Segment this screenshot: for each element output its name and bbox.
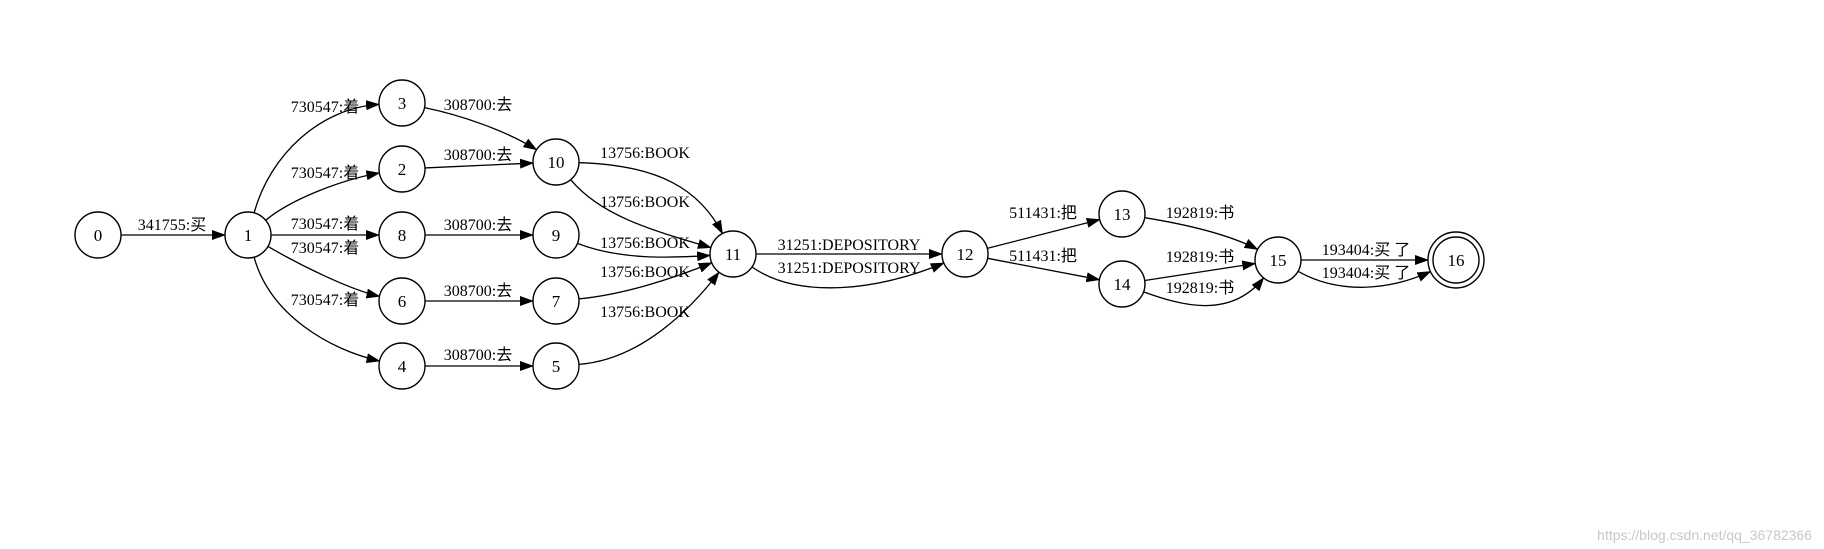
state-circle-8 xyxy=(378,211,426,259)
edges-layer: 341755:买 730547:着 730547:着 730547:着 730547:着… xyxy=(121,96,1432,371)
edge-label-1-4: 730547:着 xyxy=(291,291,359,309)
edge-label-11-12: 31251:DEPOSITORY xyxy=(778,237,921,254)
edge-arrow-14-15 xyxy=(1143,277,1265,307)
state-label-3: 3 xyxy=(398,94,407,113)
edge-arrow-5-11 xyxy=(578,271,720,366)
edge-label-8-9: 308700:去 xyxy=(444,216,512,234)
edge-arrow-10-11 xyxy=(578,162,724,235)
state-label-12: 12 xyxy=(957,245,974,264)
state-circle-1 xyxy=(224,211,272,259)
state-node-0: 0 xyxy=(74,211,122,259)
state-node-11: 11 xyxy=(709,230,757,278)
edge-arrow-2-10 xyxy=(424,158,535,169)
state-circle-10 xyxy=(532,138,580,186)
state-label-10: 10 xyxy=(548,153,565,172)
state-label-0: 0 xyxy=(94,226,103,245)
state-label-7: 7 xyxy=(552,292,561,311)
state-node-9: 9 xyxy=(532,211,580,259)
state-circle-5 xyxy=(532,342,580,390)
state-label-4: 4 xyxy=(398,357,407,376)
edge-label-7-11: 13756:BOOK xyxy=(600,264,690,281)
state-label-15: 15 xyxy=(1270,251,1287,270)
state-circle-15 xyxy=(1254,236,1302,284)
state-node-14: 14 xyxy=(1098,260,1146,308)
edge-label-15-16: 193404:买 了 xyxy=(1322,264,1410,282)
state-node-1: 1 xyxy=(224,211,272,259)
state-label-9: 9 xyxy=(552,226,561,245)
edge-label-2-10: 308700:去 xyxy=(444,146,512,164)
state-label-6: 6 xyxy=(398,292,407,311)
watermark-text: https://blog.csdn.net/qq_36782366 xyxy=(1597,527,1812,543)
edge-label-1-3: 730547:着 xyxy=(291,98,359,116)
state-circle-0 xyxy=(74,211,122,259)
state-circle-12 xyxy=(941,230,989,278)
state-circle-3 xyxy=(378,79,426,127)
state-label-14: 14 xyxy=(1114,275,1132,294)
edge-label-10-11: 13756:BOOK xyxy=(600,194,690,211)
edge-label-14-15: 192819:书 xyxy=(1166,279,1234,297)
edge-label-12-14: 511431:把 xyxy=(1009,247,1077,265)
state-label-11: 11 xyxy=(725,245,741,264)
edge-label-14-15: 192819:书 xyxy=(1166,248,1234,266)
state-node-15: 15 xyxy=(1254,236,1302,284)
state-node-10: 10 xyxy=(532,138,580,186)
state-label-1: 1 xyxy=(244,226,253,245)
edge-arrow-1-4 xyxy=(253,257,381,364)
state-label-8: 8 xyxy=(398,226,407,245)
state-label-5: 5 xyxy=(552,357,561,376)
edge-arrow-1-2 xyxy=(265,170,381,221)
state-circle-4 xyxy=(378,342,426,390)
edge-label-9-11: 13756:BOOK xyxy=(600,235,690,252)
edge-arrow-1-6 xyxy=(267,245,381,299)
state-node-5: 5 xyxy=(532,342,580,390)
edge-arrow-10-11 xyxy=(570,179,712,249)
edge-label-1-8: 730547:着 xyxy=(291,215,359,233)
edge-arrow-12-13 xyxy=(987,218,1101,249)
state-circle-7 xyxy=(532,277,580,325)
edge-arrow-15-16 xyxy=(1297,270,1432,288)
edge-label-10-11: 13756:BOOK xyxy=(600,145,690,162)
state-node-7: 7 xyxy=(532,277,580,325)
state-node-6: 6 xyxy=(378,277,426,325)
edge-label-4-5: 308700:去 xyxy=(444,346,512,364)
state-node-3: 3 xyxy=(378,79,426,127)
edge-arrow-11-12 xyxy=(751,262,945,289)
edge-arrow-13-15 xyxy=(1144,217,1259,250)
edge-label-3-10: 308700:去 xyxy=(444,96,512,114)
state-circle-6 xyxy=(378,277,426,325)
state-node-8: 8 xyxy=(378,211,426,259)
edge-arrow-12-14 xyxy=(987,257,1101,283)
edge-arrow-14-15 xyxy=(1144,260,1257,282)
state-circle-14 xyxy=(1098,260,1146,308)
edge-label-1-2: 730547:着 xyxy=(291,164,359,182)
state-circle-16 xyxy=(1432,236,1480,284)
state-node-2: 2 xyxy=(378,145,426,193)
state-circle-11 xyxy=(709,230,757,278)
edge-arrow-3-10 xyxy=(424,107,538,151)
state-circle-9 xyxy=(532,211,580,259)
edge-label-12-13: 511431:把 xyxy=(1009,204,1077,222)
edge-label-0-1: 341755:买 xyxy=(138,216,206,234)
state-node-16: 16 xyxy=(1427,231,1485,289)
state-label-13: 13 xyxy=(1114,205,1131,224)
state-node-12: 12 xyxy=(941,230,989,278)
edge-arrow-7-11 xyxy=(578,262,713,300)
edge-label-11-12: 31251:DEPOSITORY xyxy=(778,260,921,277)
edge-arrow-9-11 xyxy=(577,242,712,262)
edge-label-6-7: 308700:去 xyxy=(444,282,512,300)
edge-label-15-16: 193404:买 了 xyxy=(1322,241,1410,259)
state-label-16: 16 xyxy=(1448,251,1465,270)
edge-label-1-6: 730547:着 xyxy=(291,239,359,257)
edge-label-13-15: 192819:书 xyxy=(1166,204,1234,222)
edge-arrow-1-3 xyxy=(253,100,381,213)
edge-label-5-11: 13756:BOOK xyxy=(600,304,690,321)
state-node-13: 13 xyxy=(1098,190,1146,238)
state-node-4: 4 xyxy=(378,342,426,390)
state-circle-2 xyxy=(378,145,426,193)
state-label-2: 2 xyxy=(398,160,407,179)
state-circle-13 xyxy=(1098,190,1146,238)
